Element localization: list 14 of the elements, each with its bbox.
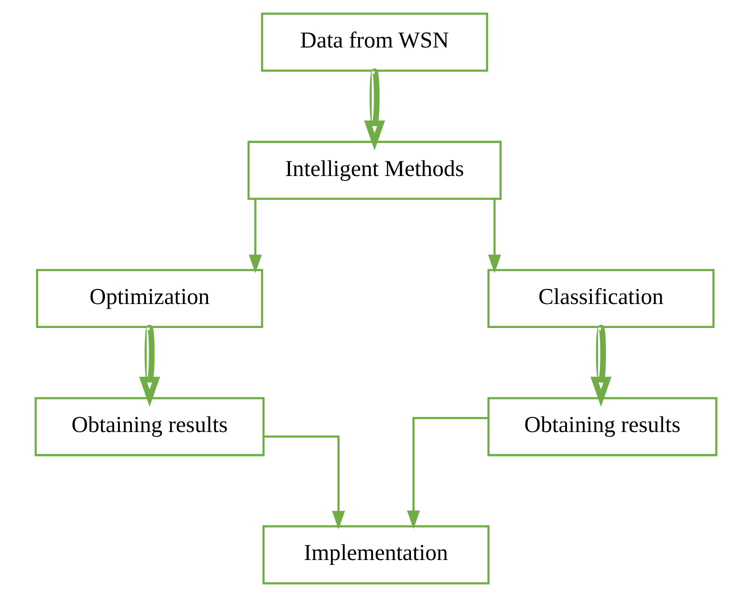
node-box: Optimization (36, 268, 264, 328)
arrow (248, 199, 262, 274)
arrow (139, 326, 160, 407)
node-box: Intelligent Methods (248, 140, 502, 200)
arrow (407, 417, 488, 530)
arrow (264, 436, 345, 530)
node-box: Data from WSN (261, 12, 488, 72)
node-box: Obtaining results (34, 397, 265, 456)
arrow (364, 70, 386, 150)
node-box: Implementation (262, 525, 490, 584)
arrow (488, 199, 502, 274)
node-box: Classification (487, 268, 715, 328)
node-box: Obtaining results (487, 397, 718, 456)
arrow (590, 326, 612, 407)
